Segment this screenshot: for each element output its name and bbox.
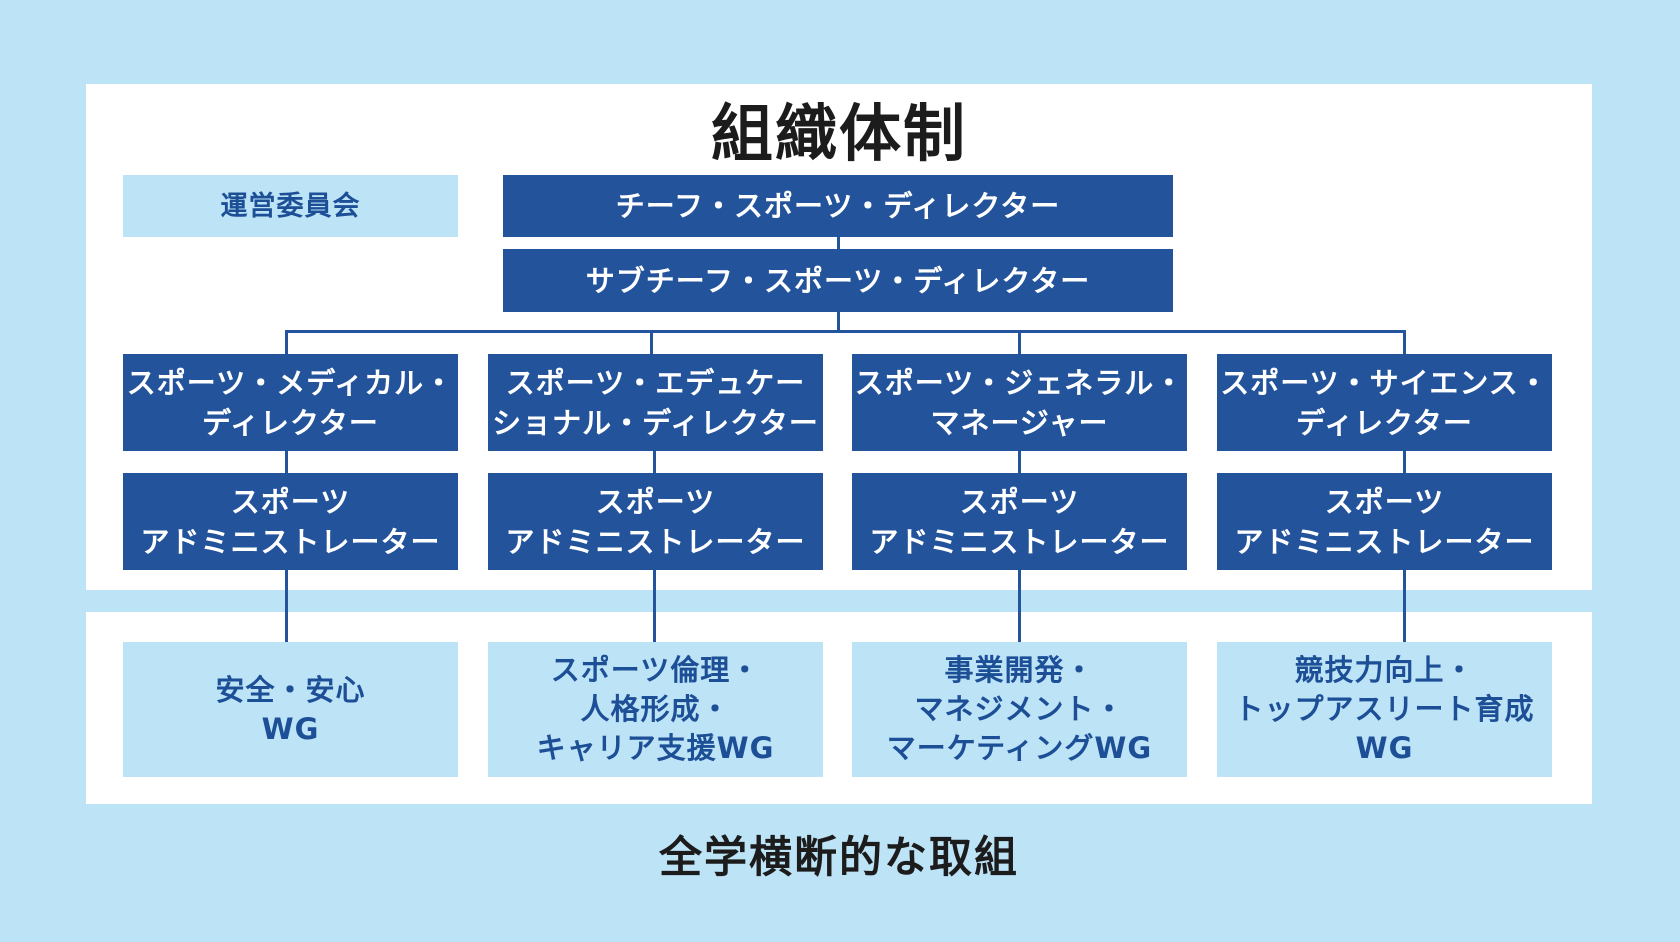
footer-caption: 全学横断的な取組	[659, 833, 1019, 883]
connector-col3-wg	[1018, 570, 1021, 642]
administrator-box-4: スポーツ アドミニストレーター	[1217, 473, 1552, 570]
administrator-box-3: スポーツ アドミニストレーター	[852, 473, 1187, 570]
connector-col4-wg	[1403, 570, 1406, 642]
connector-horizontal	[285, 330, 1406, 333]
director-box-medical: スポーツ・メディカル・ ディレクター	[123, 354, 458, 451]
connector-col1-mid	[285, 450, 288, 474]
committee-box: 運営委員会	[123, 175, 458, 237]
director-box-general-manager: スポーツ・ジェネラル・ マネージャー	[852, 354, 1187, 451]
connector-col2-top	[650, 330, 653, 354]
connector-sub-down	[837, 312, 840, 332]
sub-chief-director-box: サブチーフ・スポーツ・ディレクター	[503, 249, 1173, 312]
connector-col3-top	[1018, 330, 1021, 354]
chart-title: 組織体制	[710, 97, 967, 170]
connector-col4-top	[1403, 330, 1406, 354]
director-box-educational: スポーツ・エデュケー ショナル・ディレクター	[488, 354, 823, 451]
wg-box-safety: 安全・安心 WG	[123, 642, 458, 777]
administrator-box-2: スポーツ アドミニストレーター	[488, 473, 823, 570]
connector-chief-to-sub	[837, 236, 840, 250]
connector-col3-mid	[1018, 450, 1021, 474]
wg-box-athlete-development: 競技力向上・ トップアスリート育成 WG	[1217, 642, 1552, 777]
connector-col2-wg	[653, 570, 656, 642]
connector-col4-mid	[1403, 450, 1406, 474]
administrator-box-1: スポーツ アドミニストレーター	[123, 473, 458, 570]
connector-col1-wg	[285, 570, 288, 642]
director-box-science: スポーツ・サイエンス・ ディレクター	[1217, 354, 1552, 451]
connector-col2-mid	[653, 450, 656, 474]
chief-director-box: チーフ・スポーツ・ディレクター	[503, 175, 1173, 237]
connector-col1-top	[285, 330, 288, 354]
wg-box-ethics-career: スポーツ倫理・ 人格形成・ キャリア支援WG	[488, 642, 823, 777]
wg-box-business-marketing: 事業開発・ マネジメント・ マーケティングWG	[852, 642, 1187, 777]
